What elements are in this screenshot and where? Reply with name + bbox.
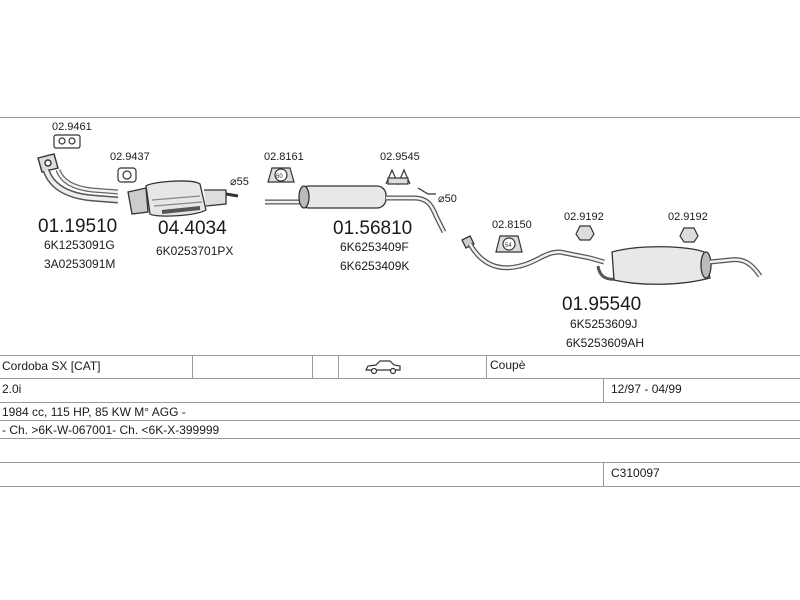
table-border bbox=[0, 462, 800, 463]
oe-number-middle-silencer-2: 6K6253409K bbox=[340, 259, 409, 273]
table-border bbox=[0, 486, 800, 487]
part-number-rear-silencer: 01.95540 bbox=[562, 294, 641, 315]
vehicle-engine: 2.0i bbox=[2, 382, 22, 396]
diameter-label-55: ⌀55 bbox=[230, 176, 249, 188]
front-pipe-drawing bbox=[37, 153, 119, 204]
table-border bbox=[0, 355, 800, 356]
hanger-hook-drawing bbox=[417, 187, 436, 195]
part-label-front-clamp: 02.9437 bbox=[110, 151, 150, 163]
vehicle-years: 12/97 - 04/99 bbox=[611, 382, 682, 396]
clamp-icon bbox=[117, 167, 137, 183]
part-label-hanger-2: 02.9192 bbox=[668, 211, 708, 223]
table-divider bbox=[338, 355, 339, 378]
oe-number-rear-silencer-1: 6K5253609J bbox=[570, 317, 637, 331]
part-label-mount-2: 02.8150 bbox=[492, 219, 532, 231]
table-divider bbox=[312, 355, 313, 378]
vehicle-model: Cordoba SX [CAT] bbox=[2, 359, 101, 373]
svg-text:54: 54 bbox=[505, 243, 512, 249]
oe-number-middle-silencer-1: 6K6253409F bbox=[340, 240, 409, 254]
middle-silencer-drawing bbox=[265, 185, 447, 234]
table-divider bbox=[603, 378, 604, 402]
part-number-front-pipe: 01.19510 bbox=[38, 216, 117, 237]
table-border bbox=[0, 420, 800, 421]
part-label-mount-1: 02.8161 bbox=[264, 151, 304, 163]
oe-number-front-pipe-2: 3A0253091M bbox=[44, 257, 115, 271]
car-coupe-icon bbox=[365, 360, 401, 375]
oe-number-catalyst-1: 6K0253701PX bbox=[156, 244, 233, 258]
oe-number-rear-silencer-2: 6K5253609AH bbox=[566, 336, 644, 350]
clamp-icon bbox=[385, 168, 411, 186]
rubber-mount-icon: 54 bbox=[495, 235, 523, 253]
exhaust-system-diagram: 02.9461 02.9437 01.19510 6K1253091G 3A02… bbox=[37, 121, 763, 350]
diagram-top-border bbox=[0, 117, 800, 118]
table-border bbox=[0, 438, 800, 439]
catalog-code: C310097 bbox=[611, 466, 660, 480]
vehicle-spec: 1984 cc, 115 HP, 85 KW M° AGG - bbox=[2, 405, 186, 419]
table-border bbox=[0, 378, 800, 379]
vehicle-chassis-range: - Ch. >6K-W-067001- Ch. <6K-X-399999 bbox=[2, 423, 220, 437]
table-divider bbox=[603, 462, 604, 486]
vehicle-body-type: Coupè bbox=[490, 358, 526, 372]
diameter-label-50: ⌀50 bbox=[438, 193, 457, 205]
part-number-middle-silencer: 01.56810 bbox=[333, 218, 412, 239]
clamp-icon bbox=[679, 227, 699, 243]
clamp-icon bbox=[575, 225, 595, 241]
rubber-mount-icon: 60 bbox=[267, 167, 295, 183]
svg-text:60: 60 bbox=[276, 174, 283, 180]
part-label-gasket: 02.9461 bbox=[52, 121, 92, 133]
catalyst-drawing bbox=[127, 180, 239, 217]
part-label-hanger-1: 02.9192 bbox=[564, 211, 604, 223]
table-border bbox=[0, 402, 800, 403]
oe-number-front-pipe-1: 6K1253091G bbox=[44, 238, 115, 252]
part-number-catalyst: 04.4034 bbox=[158, 218, 227, 239]
rear-silencer-drawing bbox=[461, 235, 763, 285]
gasket-icon bbox=[53, 134, 81, 149]
table-divider bbox=[192, 355, 193, 378]
table-divider bbox=[486, 355, 487, 378]
part-label-clamp-2: 02.9545 bbox=[380, 151, 420, 163]
